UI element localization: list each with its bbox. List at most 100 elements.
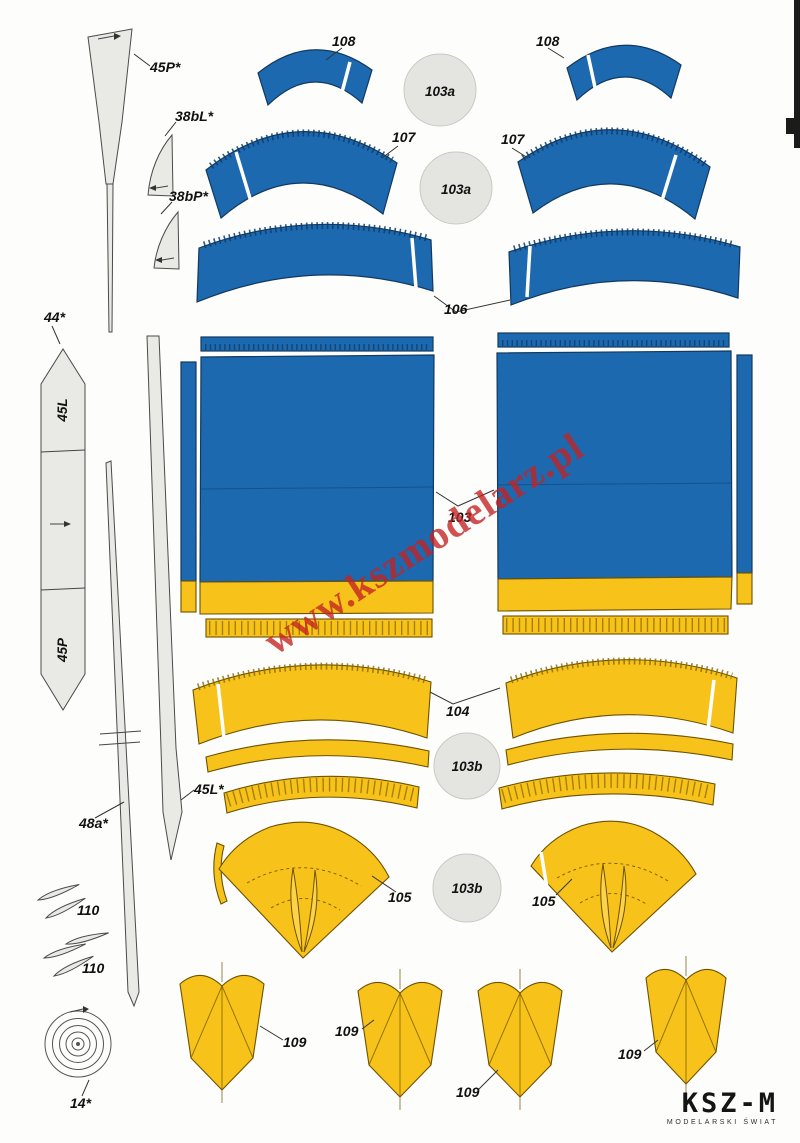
part-label-109-a: 109 (283, 1034, 307, 1050)
part-label-106: 106 (444, 301, 468, 317)
slit-line (339, 61, 352, 97)
part-107-left (205, 131, 398, 220)
part-label-103b-1: 103b (452, 759, 483, 774)
part-label-103a-2: 103a (441, 182, 472, 197)
part-label-107-right: 107 (501, 131, 526, 147)
part-label-110-a: 110 (77, 902, 100, 918)
fold-line (200, 486, 434, 490)
part-103-left-yellow-band (199, 580, 434, 615)
leader-line (547, 47, 565, 59)
part-label-45P: 45P* (149, 59, 181, 75)
part-104-right-strip (505, 732, 734, 766)
part-label-104: 104 (446, 703, 470, 719)
blade-110 (64, 932, 109, 945)
part-label-45P-spar: 45P (55, 637, 70, 663)
part-107-right (517, 129, 711, 221)
leader-line (643, 1039, 659, 1052)
part-105-left (218, 821, 390, 959)
part-104-left (192, 664, 432, 745)
cone-leaf (600, 863, 612, 949)
mast-45P-blade (87, 28, 133, 185)
part-106-left (196, 223, 434, 303)
part-labels: 45P* 38bL* 38bP* 44* 45L 45P 45L* 48a* 1… (43, 33, 642, 1111)
mast-45L (146, 335, 183, 861)
fold-line (655, 979, 687, 1053)
leader-line (164, 121, 177, 137)
mast-45P-stick (106, 183, 114, 333)
slit-line (525, 245, 532, 298)
strip-103-right-side-yellow (736, 572, 753, 605)
part-label-44: 44* (43, 309, 66, 325)
scan-edge-notch (786, 118, 800, 134)
disc-103a-2 (419, 151, 493, 225)
leader-line (361, 1019, 375, 1030)
segment-line (40, 449, 86, 453)
part-label-110-b: 110 (82, 960, 105, 976)
teeth-arc-left (223, 775, 420, 814)
part-label-109-b: 109 (335, 1023, 359, 1039)
coil-14-center (76, 1042, 80, 1046)
blade-110 (36, 884, 80, 901)
leader-line (259, 1025, 284, 1041)
coil-14-ring (52, 1018, 104, 1070)
fold-arc (270, 898, 341, 911)
disc-parts (403, 53, 502, 923)
leader-line (133, 53, 151, 67)
part-label-109-d: 109 (618, 1046, 642, 1062)
leader-line (51, 325, 61, 345)
leader-line (371, 875, 397, 893)
slit-line (586, 54, 598, 93)
fold-line (488, 992, 521, 1066)
segment-line (40, 587, 86, 591)
coil-14-ring (71, 1037, 85, 1051)
direction-arrowhead (64, 521, 71, 527)
part-104-left-strip (205, 739, 430, 773)
part-label-38bL: 38bL* (175, 108, 214, 124)
part-label-105-right: 105 (532, 893, 556, 909)
slit-line (539, 851, 551, 901)
part-label-45L-spar: 45L (55, 398, 70, 422)
fold-line (221, 985, 254, 1059)
disc-103b-2 (432, 853, 502, 923)
teeth-arc-right (498, 772, 716, 810)
disc-103b-1 (433, 732, 501, 800)
leader-line (555, 878, 573, 896)
strip-103-left-side-yellow (180, 580, 197, 613)
part-103-left-panel (199, 354, 435, 583)
direction-arrowhead (114, 33, 121, 40)
leader-line (94, 801, 125, 819)
coil-14-ring (44, 1010, 112, 1078)
leader-line (429, 687, 501, 705)
scan-edge (794, 0, 800, 148)
logo-subtitle: MODELARSKI ŚWIAT (666, 1119, 778, 1126)
tick-line (99, 730, 142, 735)
strip-103-right-side (736, 354, 753, 574)
direction-arrowhead (83, 1006, 89, 1013)
part-label-48a: 48a* (78, 815, 108, 831)
leader-line (81, 1079, 90, 1097)
strip-103-left-side (180, 361, 197, 582)
direction-arrow (97, 35, 115, 40)
part-label-109-c: 109 (456, 1084, 480, 1100)
direction-arrowhead (149, 185, 156, 191)
cone-leaf (612, 865, 627, 949)
fold-arc (579, 893, 649, 906)
slit-line (706, 679, 716, 731)
slit-line (234, 151, 254, 206)
leader-line (433, 295, 511, 313)
part-108-right (566, 44, 682, 102)
fin-38bL (147, 133, 174, 197)
part-103-right-yellow-band (497, 576, 733, 612)
fold-line (496, 482, 732, 486)
leader-line (325, 47, 343, 61)
leader-line (435, 489, 495, 507)
blade-110 (42, 943, 86, 959)
cone-leaf (290, 867, 303, 953)
fold-arc (556, 862, 669, 882)
part-label-105-left: 105 (388, 889, 412, 905)
disc-103a-1 (403, 53, 477, 127)
part-108-left (257, 49, 373, 107)
slit-line (410, 237, 418, 289)
leader-line (477, 1069, 499, 1091)
